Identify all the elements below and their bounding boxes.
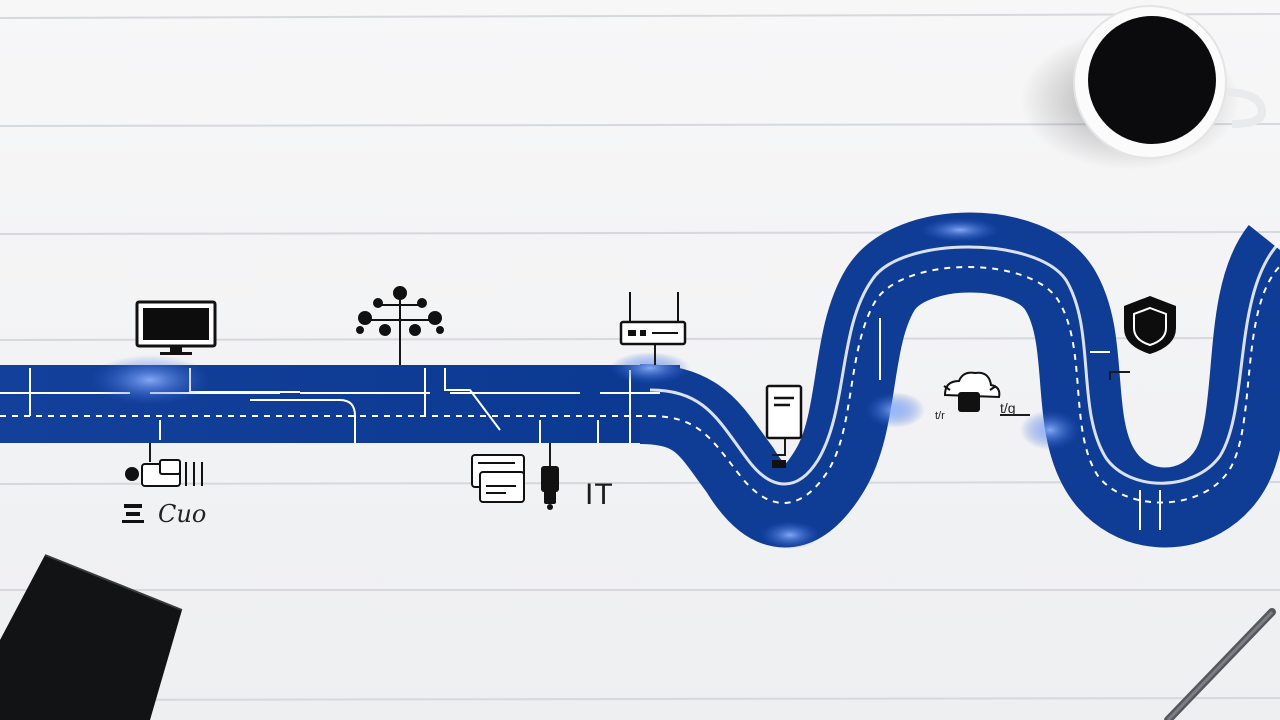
server-cabinet-icon (541, 466, 559, 510)
document-stand-icon (765, 384, 803, 468)
it-label: IT (585, 478, 614, 511)
device-cluster-icon (122, 459, 203, 523)
router-icon (619, 292, 687, 346)
right-small-label: t/g (1000, 400, 1016, 416)
shield-icon (1124, 296, 1176, 354)
document-stack-icon (471, 454, 525, 503)
notebook-icon (0, 554, 183, 720)
cloud-icon (943, 371, 1001, 412)
icon-connectors (149, 330, 1130, 466)
circuit-road (0, 212, 1280, 549)
center-small-label: t/r (935, 410, 945, 422)
left-small-label: Cuo (158, 500, 207, 528)
coffee-cup-icon (1020, 5, 1267, 170)
network-tree-icon (356, 286, 444, 340)
monitor-icon (135, 300, 217, 355)
pen-icon (1164, 608, 1276, 720)
